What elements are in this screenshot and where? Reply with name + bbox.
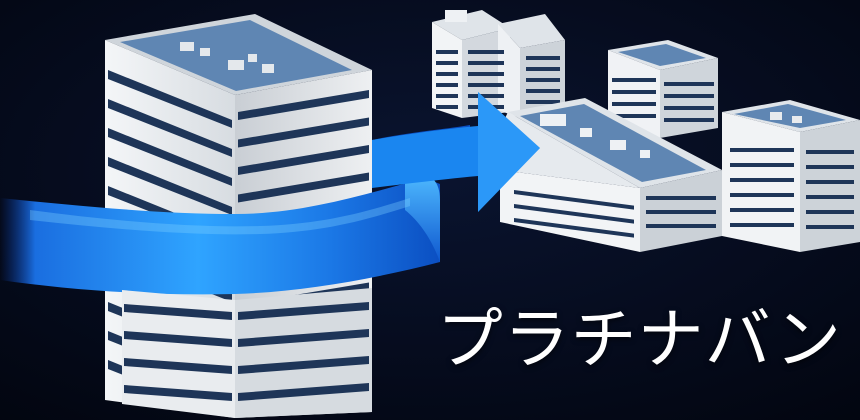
window-row xyxy=(526,89,560,93)
window-row xyxy=(436,61,458,65)
window-row xyxy=(806,180,854,184)
window-row xyxy=(612,114,656,118)
curved-arrow-ribbon-icon xyxy=(0,92,540,295)
floor-band xyxy=(108,99,232,157)
building-icon xyxy=(432,10,565,118)
window-row xyxy=(730,208,794,212)
window-row xyxy=(806,225,854,229)
floor-band xyxy=(238,356,369,374)
window-row xyxy=(612,78,656,82)
window-row xyxy=(468,72,504,76)
window-row xyxy=(436,94,458,98)
window-row xyxy=(806,195,854,199)
floor-band xyxy=(108,70,232,128)
window-row xyxy=(526,100,560,104)
window-row xyxy=(468,50,504,54)
window-row xyxy=(664,94,714,98)
window-row xyxy=(664,82,714,86)
building-icon xyxy=(722,100,860,252)
floor-band xyxy=(238,172,369,203)
window-row xyxy=(436,72,458,76)
window-row xyxy=(664,106,714,110)
building-cluster-icon xyxy=(432,10,860,252)
building-icon xyxy=(608,40,718,138)
floor-band xyxy=(124,304,232,320)
window-row xyxy=(646,224,716,228)
window-row xyxy=(436,50,458,54)
window-row xyxy=(730,163,794,167)
window-row xyxy=(468,83,504,87)
window-row xyxy=(646,210,716,214)
window-row xyxy=(730,148,794,152)
floor-band xyxy=(238,302,369,320)
floor-band xyxy=(238,329,369,347)
window-row xyxy=(468,94,504,98)
window-row xyxy=(514,218,634,238)
floor-band xyxy=(108,157,232,215)
window-row xyxy=(468,61,504,65)
window-row xyxy=(646,196,716,200)
floor-band xyxy=(238,90,369,120)
window-row xyxy=(526,56,560,60)
window-row xyxy=(730,223,794,227)
window-row xyxy=(526,67,560,71)
floor-band xyxy=(124,385,232,401)
window-row xyxy=(514,204,634,224)
floor-band xyxy=(124,331,232,347)
window-row xyxy=(526,78,560,82)
building-icon xyxy=(490,98,722,252)
caption-text: プラチナバン xyxy=(436,301,842,378)
window-row xyxy=(612,102,656,106)
window-row xyxy=(436,105,458,109)
window-row xyxy=(514,190,634,210)
window-row xyxy=(612,90,656,94)
window-row xyxy=(806,150,854,154)
floor-band xyxy=(238,117,369,148)
window-row xyxy=(664,118,714,122)
floor-band xyxy=(124,358,232,374)
window-row xyxy=(806,210,854,214)
floor-band xyxy=(108,128,232,186)
building-lower-face xyxy=(122,290,235,418)
window-row xyxy=(730,178,794,182)
window-row xyxy=(806,165,854,169)
floor-band xyxy=(238,383,369,401)
floor-band xyxy=(238,145,369,175)
window-row xyxy=(730,193,794,197)
window-row xyxy=(436,83,458,87)
